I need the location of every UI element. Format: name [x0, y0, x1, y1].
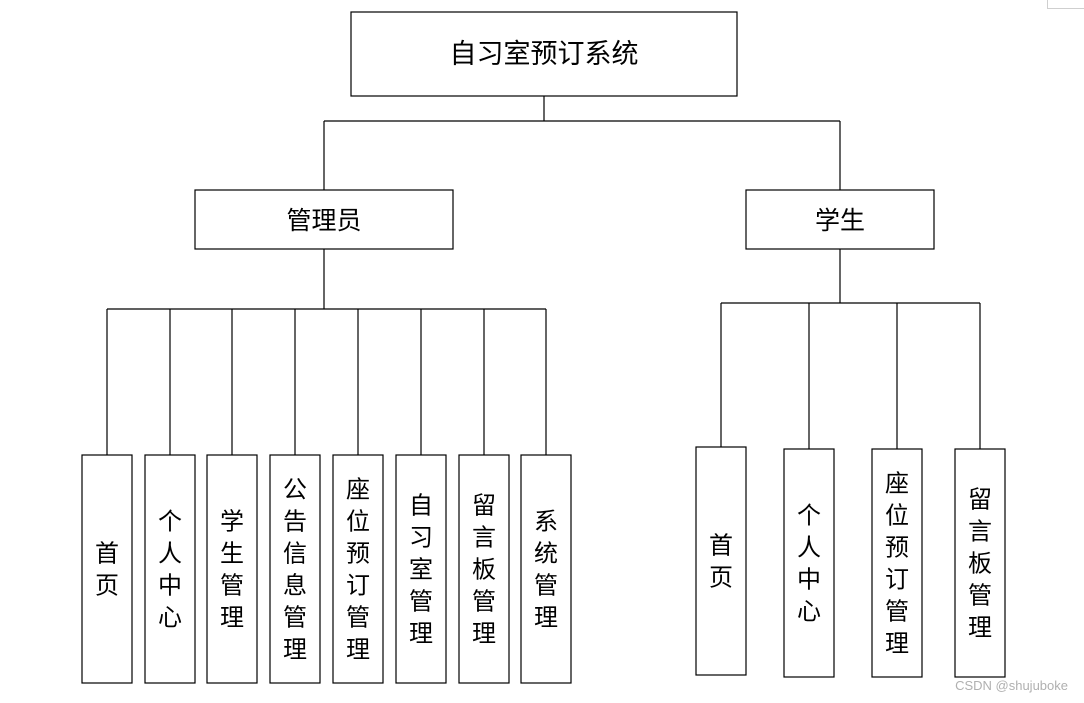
admin-module-node: 公告信息管理	[269, 454, 321, 684]
module-nodes: 首页个人中心学生管理公告信息管理座位预订管理自习室管理留言板管理系统管理首页个人…	[81, 446, 1006, 684]
admin-module-label: 公告信息管理	[283, 476, 307, 664]
role-box-student	[745, 189, 935, 250]
admin-module-box	[269, 454, 321, 684]
student-module-node: 座位预订管理	[871, 448, 923, 678]
student-module-label: 首页	[709, 532, 733, 592]
admin-module-box	[520, 454, 572, 684]
student-module-label: 个人中心	[797, 502, 821, 626]
admin-module-node: 自习室管理	[395, 454, 447, 684]
role-node-student: 学生	[745, 189, 935, 250]
admin-module-box	[144, 454, 196, 684]
admin-module-box	[81, 454, 133, 684]
admin-module-label: 个人中心	[158, 508, 182, 632]
student-module-label: 座位预订管理	[885, 470, 909, 658]
admin-module-box	[332, 454, 384, 684]
student-module-node: 个人中心	[783, 448, 835, 678]
student-module-box	[871, 448, 923, 678]
admin-module-node: 首页	[81, 454, 133, 684]
admin-module-node: 个人中心	[144, 454, 196, 684]
root-box	[350, 11, 738, 97]
admin-module-label: 留言板管理	[472, 492, 496, 648]
admin-module-node: 留言板管理	[458, 454, 510, 684]
admin-module-node: 座位预订管理	[332, 454, 384, 684]
admin-module-node: 学生管理	[206, 454, 258, 684]
student-module-label: 留言板管理	[968, 486, 992, 642]
watermark: CSDN @shujuboke	[955, 678, 1068, 693]
admin-module-label: 座位预订管理	[346, 476, 370, 664]
admin-module-box	[206, 454, 258, 684]
admin-module-box	[458, 454, 510, 684]
role-box-admin	[194, 189, 454, 250]
admin-module-label: 系统管理	[534, 508, 558, 632]
root-node: 自习室预订系统	[350, 11, 738, 97]
corner-mark	[1047, 0, 1084, 9]
connector-lines	[106, 96, 981, 455]
role-node-admin: 管理员	[194, 189, 454, 250]
root-label: 自习室预订系统	[450, 39, 639, 70]
admin-module-label: 首页	[95, 540, 119, 600]
admin-module-label: 学生管理	[220, 508, 244, 632]
student-module-box	[695, 446, 747, 676]
role-label-student: 学生	[815, 206, 865, 235]
role-label-admin: 管理员	[286, 206, 361, 235]
admin-module-box	[395, 454, 447, 684]
admin-module-label: 自习室管理	[409, 492, 433, 648]
student-module-node: 首页	[695, 446, 747, 676]
student-module-node: 留言板管理	[954, 448, 1006, 678]
student-module-box	[954, 448, 1006, 678]
admin-module-node: 系统管理	[520, 454, 572, 684]
student-module-box	[783, 448, 835, 678]
